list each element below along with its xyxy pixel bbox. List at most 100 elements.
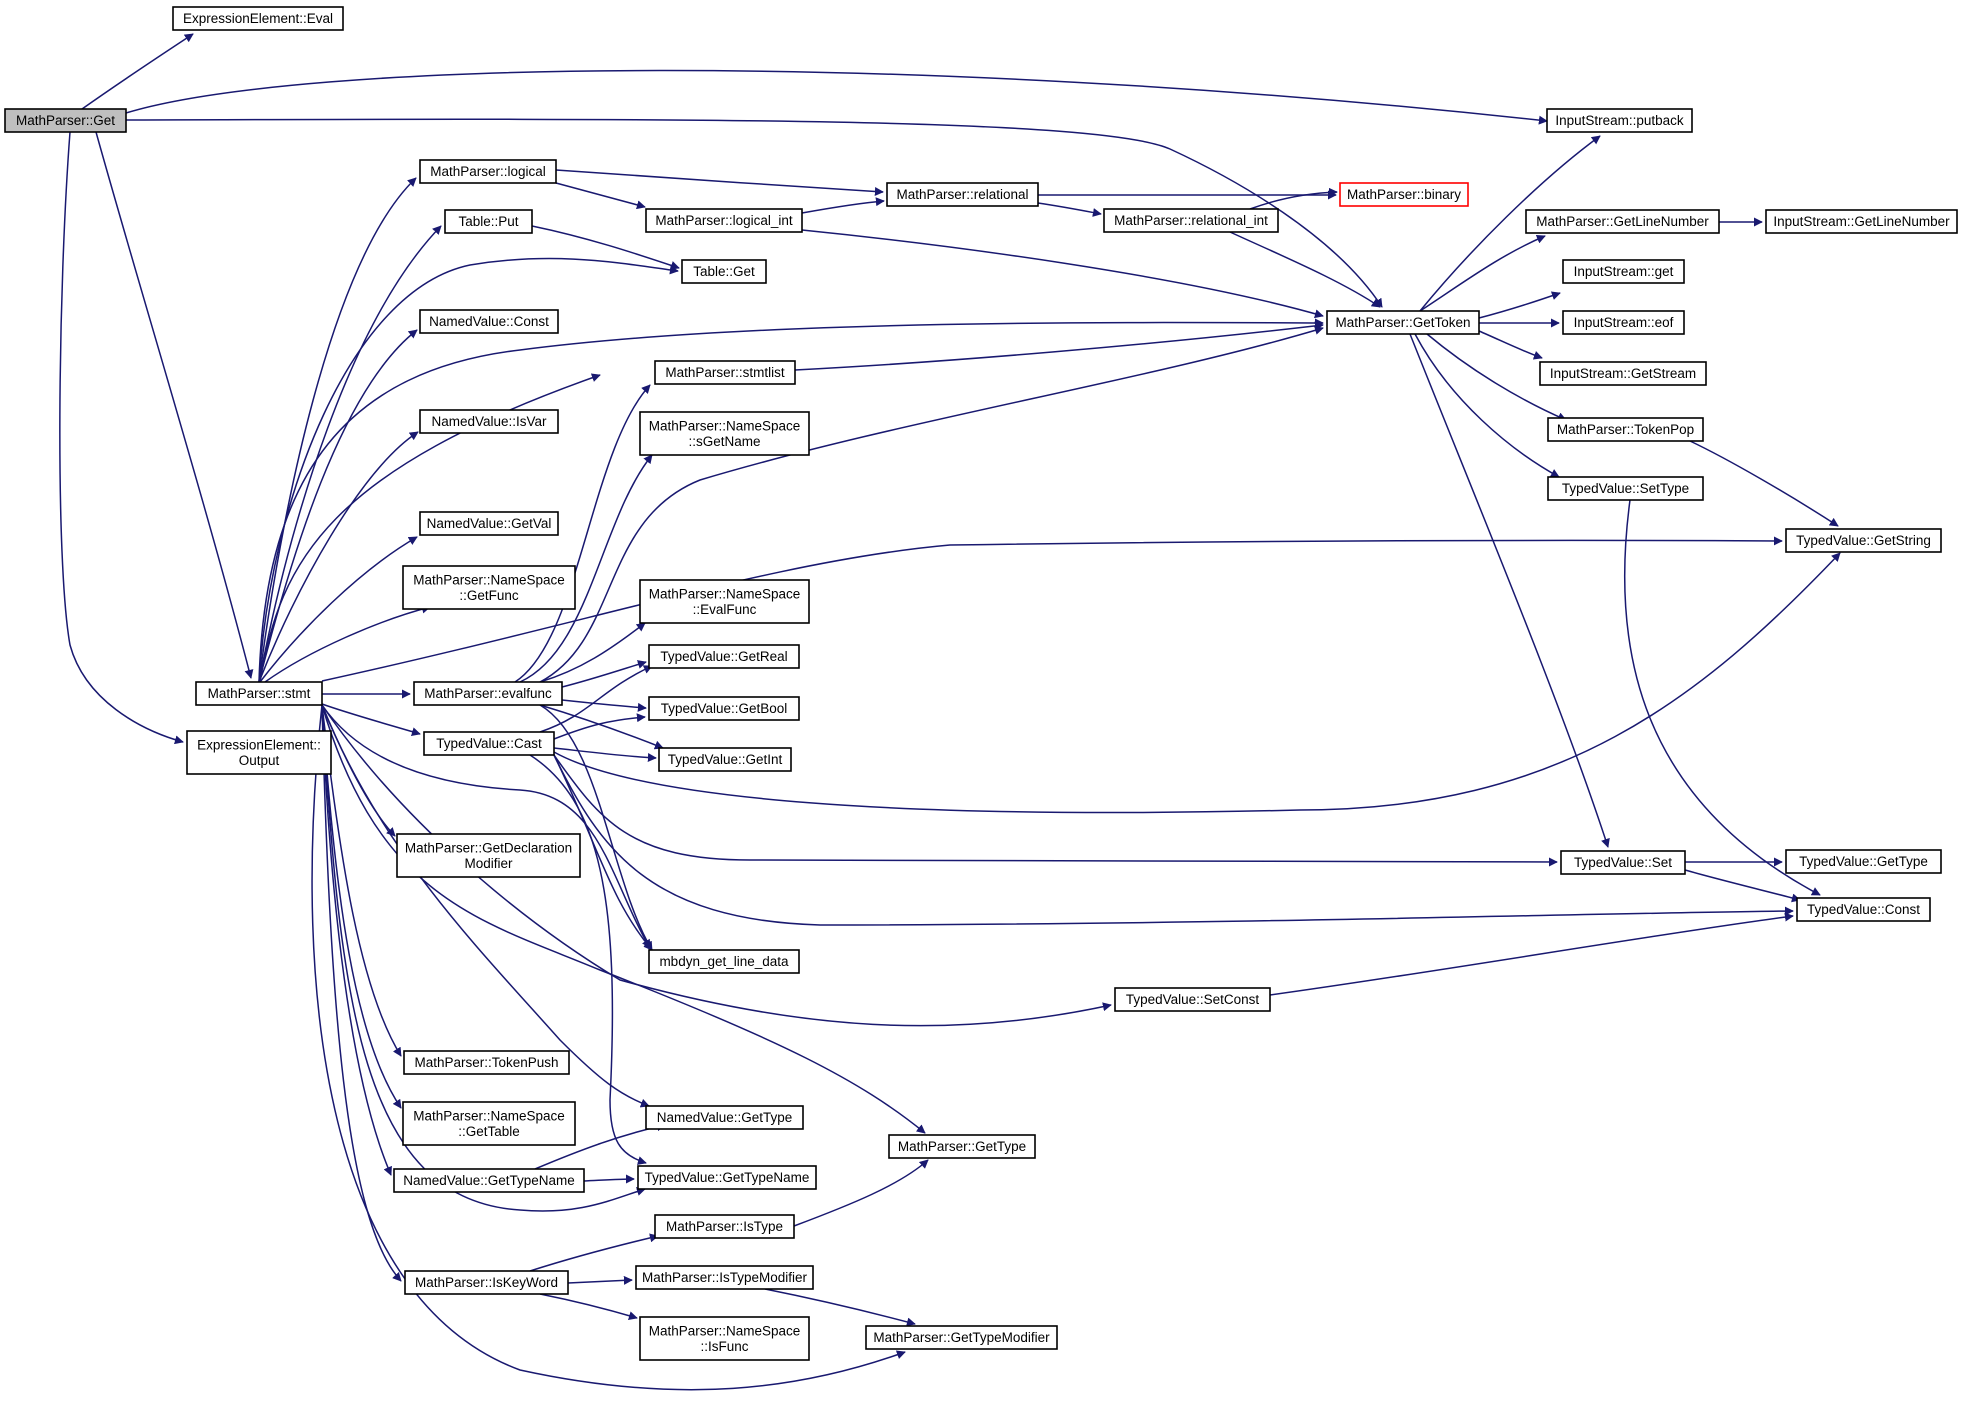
call-edge-mp_iskeyword-to-mp_istypemodifier bbox=[567, 1275, 633, 1285]
node-box bbox=[639, 1316, 810, 1361]
call-edge-mp_evalfunc-to-tv_getbool bbox=[561, 699, 647, 712]
node-label: ::EvalFunc bbox=[693, 602, 757, 617]
graph-node-mp-tokenpop[interactable]: MathParser::TokenPop bbox=[1547, 417, 1704, 442]
graph-node-mp-logical[interactable]: MathParser::logical bbox=[419, 159, 557, 184]
graph-node-mp-getlinenumber[interactable]: MathParser::GetLineNumber bbox=[1525, 209, 1720, 234]
graph-node-is-getstream[interactable]: InputStream::GetStream bbox=[1539, 361, 1707, 386]
call-edge-mp_istype-to-mp_gettype bbox=[793, 1159, 929, 1227]
call-edge-mp_iskeyword-to-ns_isfunc bbox=[539, 1293, 638, 1321]
graph-node-tv-set[interactable]: TypedValue::Set bbox=[1560, 850, 1686, 875]
graph-node-mp-stmt[interactable]: MathParser::stmt bbox=[195, 681, 323, 706]
call-edge-mp_iskeyword-to-mp_istype bbox=[529, 1233, 659, 1272]
node-label: MathParser::Get bbox=[16, 113, 115, 128]
graph-node-ns-gettable[interactable]: MathParser::NameSpace::GetTable bbox=[402, 1101, 576, 1146]
graph-node-mp-get[interactable]: MathParser::Get bbox=[4, 108, 127, 133]
graph-node-ee-eval[interactable]: ExpressionElement::Eval bbox=[172, 6, 344, 31]
node-label: ::sGetName bbox=[688, 434, 760, 449]
node-box bbox=[648, 696, 800, 721]
graph-node-mp-istype[interactable]: MathParser::IsType bbox=[654, 1214, 795, 1239]
node-box bbox=[1785, 528, 1942, 553]
node-label: InputStream::GetLineNumber bbox=[1773, 214, 1950, 229]
graph-node-mp-tokenpush[interactable]: MathParser::TokenPush bbox=[403, 1050, 570, 1075]
call-edge-mp_relational-to-mp_relational_int bbox=[1037, 202, 1102, 217]
node-box bbox=[1547, 476, 1704, 501]
node-label: MathParser::IsTypeModifier bbox=[642, 1270, 808, 1285]
node-label: MathParser::GetLineNumber bbox=[1536, 214, 1709, 229]
graph-node-ns-isfunc[interactable]: MathParser::NameSpace::IsFunc bbox=[639, 1316, 810, 1361]
node-box bbox=[186, 730, 332, 775]
call-edge-mp_stmt-to-nv_gettypename bbox=[321, 704, 392, 1176]
graph-node-nv-getval[interactable]: NamedValue::GetVal bbox=[419, 511, 559, 536]
graph-node-tv-const[interactable]: TypedValue::Const bbox=[1796, 897, 1931, 922]
graph-node-tv-settype[interactable]: TypedValue::SetType bbox=[1547, 476, 1704, 501]
node-box bbox=[1103, 208, 1279, 233]
graph-node-tv-getint[interactable]: TypedValue::GetInt bbox=[658, 747, 792, 772]
graph-node-tv-cast[interactable]: TypedValue::Cast bbox=[423, 731, 555, 756]
graph-node-nv-gettype[interactable]: NamedValue::GetType bbox=[645, 1105, 804, 1130]
node-label: NamedValue::Const bbox=[429, 314, 549, 329]
graph-node-mp-relational-int[interactable]: MathParser::relational_int bbox=[1103, 208, 1279, 233]
call-edge-tv_cast-to-mbdyn_gld bbox=[553, 754, 653, 951]
call-edge-tv_cast-to-tv_getint bbox=[553, 747, 657, 763]
call-edge-mp_stmt-to-nv_getval bbox=[259, 536, 418, 683]
graph-node-tbl-put[interactable]: Table::Put bbox=[444, 209, 533, 234]
graph-node-ns-sgetname[interactable]: MathParser::NameSpace::sGetName bbox=[639, 411, 810, 456]
graph-node-ns-evalfunc[interactable]: MathParser::NameSpace::EvalFunc bbox=[639, 579, 810, 624]
graph-node-tv-getstring[interactable]: TypedValue::GetString bbox=[1785, 528, 1942, 553]
call-edge-tv_setconst-to-tv_const bbox=[1269, 912, 1794, 996]
graph-node-mp-iskeyword[interactable]: MathParser::IsKeyWord bbox=[404, 1270, 569, 1295]
call-edge-mp_stmt-to-ns_getfunc bbox=[264, 604, 431, 683]
graph-node-mp-relational[interactable]: MathParser::relational bbox=[886, 182, 1039, 207]
graph-node-mp-gettoken[interactable]: MathParser::GetToken bbox=[1326, 310, 1480, 335]
graph-node-mp-stmtlist[interactable]: MathParser::stmtlist bbox=[654, 360, 796, 385]
graph-node-nv-gettypename[interactable]: NamedValue::GetTypeName bbox=[393, 1168, 585, 1193]
graph-node-tv-getreal[interactable]: TypedValue::GetReal bbox=[648, 644, 800, 669]
graph-node-is-get[interactable]: InputStream::get bbox=[1562, 259, 1685, 284]
graph-node-tv-gettype[interactable]: TypedValue::GetType bbox=[1785, 849, 1942, 874]
node-box bbox=[1562, 259, 1685, 284]
graph-node-mp-istypemodifier[interactable]: MathParser::IsTypeModifier bbox=[635, 1265, 814, 1290]
node-label: ::GetTable bbox=[458, 1124, 520, 1139]
graph-node-tv-getbool[interactable]: TypedValue::GetBool bbox=[648, 696, 800, 721]
node-box bbox=[648, 644, 800, 669]
graph-node-mbdyn-gld[interactable]: mbdyn_get_line_data bbox=[648, 949, 800, 974]
graph-node-is-putback[interactable]: InputStream::putback bbox=[1546, 108, 1693, 133]
graph-node-mp-gettype[interactable]: MathParser::GetType bbox=[888, 1134, 1036, 1159]
graph-node-nv-isvar[interactable]: NamedValue::IsVar bbox=[419, 409, 559, 434]
graph-node-tv-gettypename[interactable]: TypedValue::GetTypeName bbox=[637, 1165, 817, 1190]
graph-node-ns-getfunc[interactable]: MathParser::NameSpace::GetFunc bbox=[402, 565, 576, 610]
node-label: MathParser::logical_int bbox=[655, 213, 793, 228]
graph-node-mp-logical-int[interactable]: MathParser::logical_int bbox=[645, 208, 803, 233]
graph-node-nv-const[interactable]: NamedValue::Const bbox=[419, 309, 559, 334]
call-edge-tv_settype-to-tv_const bbox=[1623, 499, 1821, 896]
node-label: MathParser::NameSpace bbox=[649, 418, 801, 433]
call-edge-mp_gettoken-to-mp_getlinenumber bbox=[1419, 235, 1546, 312]
node-box bbox=[1114, 987, 1271, 1012]
node-label: TypedValue::GetBool bbox=[661, 701, 788, 716]
node-label: TypedValue::Const bbox=[1807, 902, 1920, 917]
node-box bbox=[865, 1325, 1058, 1350]
node-label: TypedValue::GetType bbox=[1799, 854, 1928, 869]
graph-node-tbl-get[interactable]: Table::Get bbox=[681, 259, 767, 284]
node-label: MathParser::IsType bbox=[666, 1219, 783, 1234]
node-box bbox=[1796, 897, 1931, 922]
call-edge-mp_evalfunc-to-ns_evalfunc bbox=[539, 622, 646, 683]
graph-node-mp-binary[interactable]: MathParser::binary bbox=[1339, 182, 1469, 207]
call-edge-mp_stmt-to-ns_gettable bbox=[321, 704, 402, 1109]
node-box bbox=[886, 182, 1039, 207]
call-edge-mp_stmt-to-nv_const bbox=[258, 329, 418, 683]
graph-node-mp-evalfunc[interactable]: MathParser::evalfunc bbox=[413, 681, 563, 706]
graph-node-is-eof[interactable]: InputStream::eof bbox=[1562, 310, 1685, 335]
call-edge-mp_evalfunc-to-mp_stmtlist bbox=[514, 384, 651, 683]
graph-node-mp-gettypemodifier[interactable]: MathParser::GetTypeModifier bbox=[865, 1325, 1058, 1350]
node-box bbox=[1547, 417, 1704, 442]
graph-node-is-getlinenumber[interactable]: InputStream::GetLineNumber bbox=[1765, 209, 1958, 234]
call-edge-mp_get-to-is_putback bbox=[125, 69, 1548, 125]
graph-node-ee-output[interactable]: ExpressionElement::Output bbox=[186, 730, 332, 775]
graph-node-tv-setconst[interactable]: TypedValue::SetConst bbox=[1114, 987, 1271, 1012]
node-label: MathParser::GetTypeModifier bbox=[873, 1330, 1050, 1345]
node-label: MathParser::evalfunc bbox=[424, 686, 552, 701]
node-box bbox=[396, 833, 581, 878]
